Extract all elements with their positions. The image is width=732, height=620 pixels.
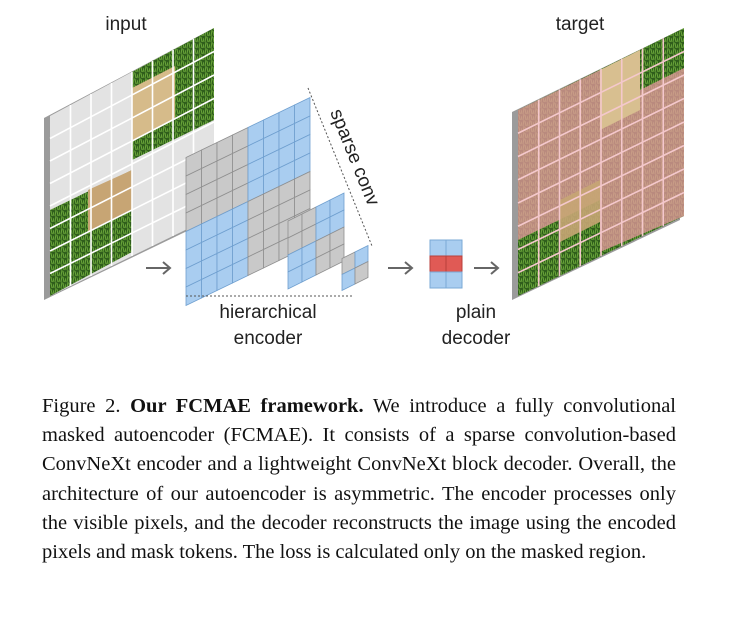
arrow-right-icon: [146, 261, 172, 275]
sparse-conv-label: sparse conv: [325, 106, 383, 209]
figure-caption: Figure 2. Our FCMAE framework. We introd…: [42, 392, 676, 567]
decoder-label-line1: plain: [456, 302, 496, 323]
fcmae-diagram: input sparse conv target hierarchical e: [44, 14, 685, 349]
arrow-right-icon: [474, 261, 500, 275]
encoder-label-line2: encoder: [234, 328, 303, 349]
arrow-right-icon: [388, 261, 414, 275]
input-image: [44, 28, 215, 300]
figure-number: Figure 2.: [42, 395, 121, 417]
caption-title: Our FCMAE framework.: [130, 395, 364, 417]
input-label: input: [105, 14, 147, 35]
decoder-label-line2: decoder: [442, 328, 511, 349]
sparse-conv-guide: [186, 87, 373, 297]
plain-decoder-block: [429, 239, 463, 289]
caption-body: We introduce a fully convolutional maske…: [42, 395, 676, 564]
target-image: [512, 28, 685, 300]
hierarchical-encoder: [185, 96, 369, 307]
target-label: target: [556, 14, 605, 35]
encoder-label-line1: hierarchical: [219, 302, 316, 323]
